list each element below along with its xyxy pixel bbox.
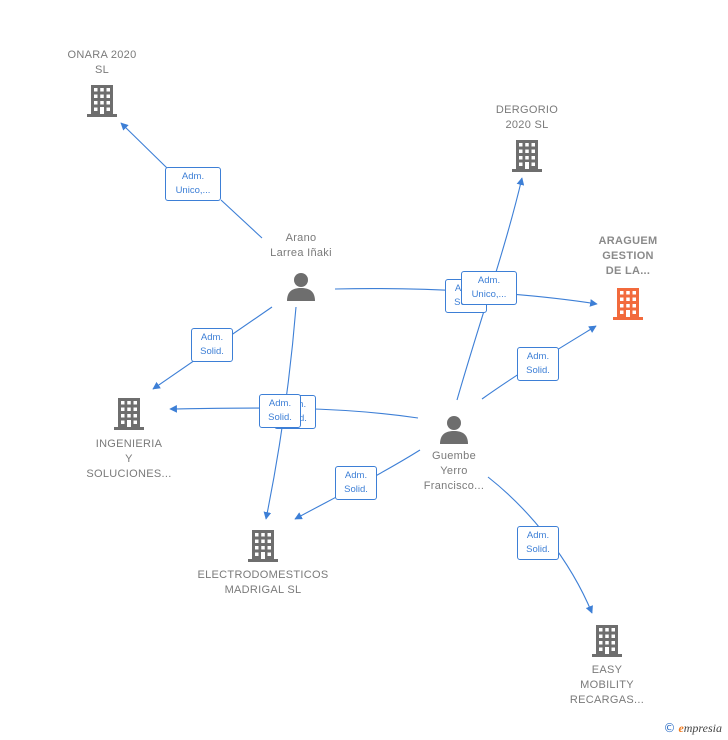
node-label-line: SOLUCIONES... <box>86 468 172 480</box>
person-icon-guembe[interactable] <box>440 416 468 444</box>
edge-label-line: Solid. <box>344 484 368 495</box>
edge-label-line: Adm. <box>268 398 292 409</box>
node-label-line: ARAGUEM <box>598 235 658 247</box>
node-label-line: GESTION <box>602 250 654 262</box>
building-icon-onara[interactable] <box>87 85 117 117</box>
brand-logo-text: mpresia <box>683 721 722 735</box>
edge-label-line: Solid. <box>268 412 292 423</box>
edge-label-guembe-araguem[interactable]: Adm. Solid. <box>517 347 559 381</box>
building-icon-electro[interactable] <box>248 530 278 562</box>
edge-label-line: Adm. <box>526 351 550 362</box>
edge-label-line: Unico,... <box>175 185 211 196</box>
edge-label-line: Adm. <box>200 332 224 343</box>
person-icon-arano[interactable] <box>287 273 315 301</box>
node-label-line: INGENIERIA <box>95 438 163 450</box>
node-label-line: Guembe <box>431 450 476 462</box>
edge-label-line: Adm. <box>477 275 501 286</box>
edge-label-line: Solid. <box>526 365 550 376</box>
node-label-line: Larrea Iñaki <box>270 247 332 259</box>
building-icon-easy[interactable] <box>592 625 622 657</box>
edge-label-line: Adm. <box>181 171 205 182</box>
edge-label-arano-onara[interactable]: Adm. Unico,... <box>165 167 221 201</box>
edge-label-arano-ingenieria[interactable]: Adm. Solid. <box>191 328 233 362</box>
edge-label-line: Solid. <box>526 544 550 555</box>
building-icon-ingenieria[interactable] <box>114 398 144 430</box>
node-label-line: ONARA 2020 <box>67 49 137 61</box>
node-label-dergorio[interactable]: DERGORIO 2020 SL <box>496 103 558 133</box>
node-label-line: Arano <box>285 232 317 244</box>
node-label-line: EASY <box>591 664 623 676</box>
footer-brand: ©empresia <box>663 721 722 736</box>
building-icon-araguem[interactable] <box>613 288 643 320</box>
node-label-line: RECARGAS... <box>569 694 645 706</box>
edge-label-guembe-dergorio[interactable]: Adm. Unico,... <box>461 271 517 305</box>
edge-label-line: Adm. <box>344 470 368 481</box>
edge-label-guembe-electro[interactable]: Adm. Solid. <box>335 466 377 500</box>
node-label-easy[interactable]: EASY MOBILITY RECARGAS... <box>570 663 644 708</box>
copyright-icon: © <box>663 721 676 735</box>
node-label-line: Francisco... <box>423 480 485 492</box>
node-label-ingenieria[interactable]: INGENIERIA Y SOLUCIONES... <box>86 437 171 482</box>
edge-arano-onara <box>121 123 263 239</box>
node-label-line: Y <box>125 453 133 465</box>
node-label-electro[interactable]: ELECTRODOMESTICOS MADRIGAL SL <box>197 568 328 598</box>
edge-label-line: Unico,... <box>471 289 507 300</box>
node-label-line: SL <box>94 64 110 76</box>
edge-label-line: Solid. <box>200 346 224 357</box>
edge-label-guembe-ingenieria[interactable]: Adm. Solid. <box>259 394 301 428</box>
node-label-line: DE LA... <box>605 265 651 277</box>
building-icon-dergorio[interactable] <box>512 140 542 172</box>
brand-logo-e: e <box>678 721 684 735</box>
node-label-line: 2020 SL <box>505 119 549 131</box>
node-label-line: MOBILITY <box>580 679 634 691</box>
edge-label-guembe-easy[interactable]: Adm. Solid. <box>517 526 559 560</box>
node-label-araguem[interactable]: ARAGUEM GESTION DE LA... <box>599 234 658 279</box>
node-label-line: MADRIGAL SL <box>224 584 302 596</box>
node-label-line: DERGORIO <box>495 104 559 116</box>
node-label-line: Yerro <box>440 465 468 477</box>
node-label-line: ELECTRODOMESTICOS <box>197 569 329 581</box>
edge-label-line: Adm. <box>526 530 550 541</box>
